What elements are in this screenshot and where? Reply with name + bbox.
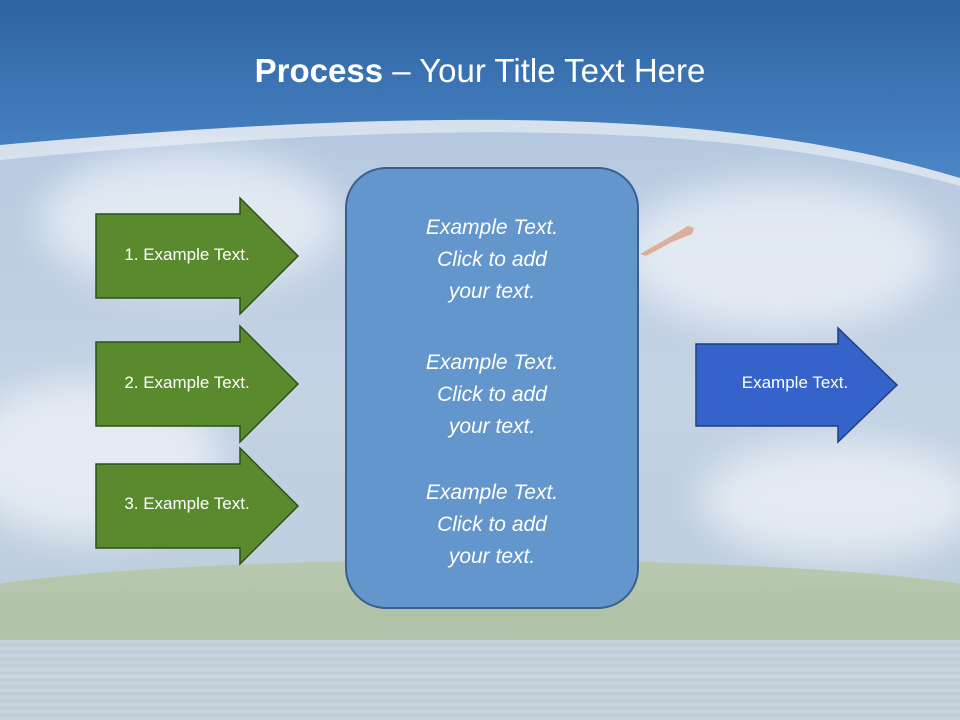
center-box-text-line: Click to add <box>437 248 547 271</box>
background-hand-image <box>640 226 694 256</box>
background-cloud <box>700 440 960 560</box>
input-arrow-3-label: 3. Example Text. <box>124 494 250 513</box>
center-box-text-block-3: Example Text. Click to add your text. <box>346 477 638 573</box>
input-arrow-1-label: 1. Example Text. <box>124 245 250 264</box>
title-dash: – <box>392 52 411 89</box>
output-arrow[interactable] <box>695 326 899 444</box>
background-water <box>0 640 960 720</box>
input-arrow-2[interactable] <box>95 324 300 444</box>
input-arrow-3[interactable] <box>95 446 300 566</box>
center-box-text-block-2: Example Text. Click to add your text. <box>346 347 638 443</box>
input-arrow-2-label: 2. Example Text. <box>124 373 250 392</box>
center-box-text-line: Example Text. <box>425 481 559 504</box>
center-box-text-line: Example Text. <box>425 216 559 239</box>
header-band <box>0 0 960 186</box>
output-arrow-label: Example Text. <box>741 373 849 392</box>
center-box-text-line: your text. <box>448 415 536 438</box>
center-process-box[interactable] <box>345 167 639 609</box>
title-bold-text: Process <box>254 52 384 89</box>
center-box-text-line: your text. <box>448 545 536 568</box>
input-arrow-1[interactable] <box>95 196 300 316</box>
title-rest-text: Your Title Text Here <box>419 52 706 89</box>
center-box-text-line: your text. <box>448 280 536 303</box>
slide-title[interactable]: Process – Your Title Text Here <box>0 52 960 90</box>
center-box-text-block-1: Example Text. Click to add your text. <box>346 212 638 308</box>
center-box-text-line: Click to add <box>437 513 547 536</box>
center-box-text-line: Click to add <box>437 383 547 406</box>
background-cloud <box>620 180 940 330</box>
center-box-text-line: Example Text. <box>425 351 559 374</box>
